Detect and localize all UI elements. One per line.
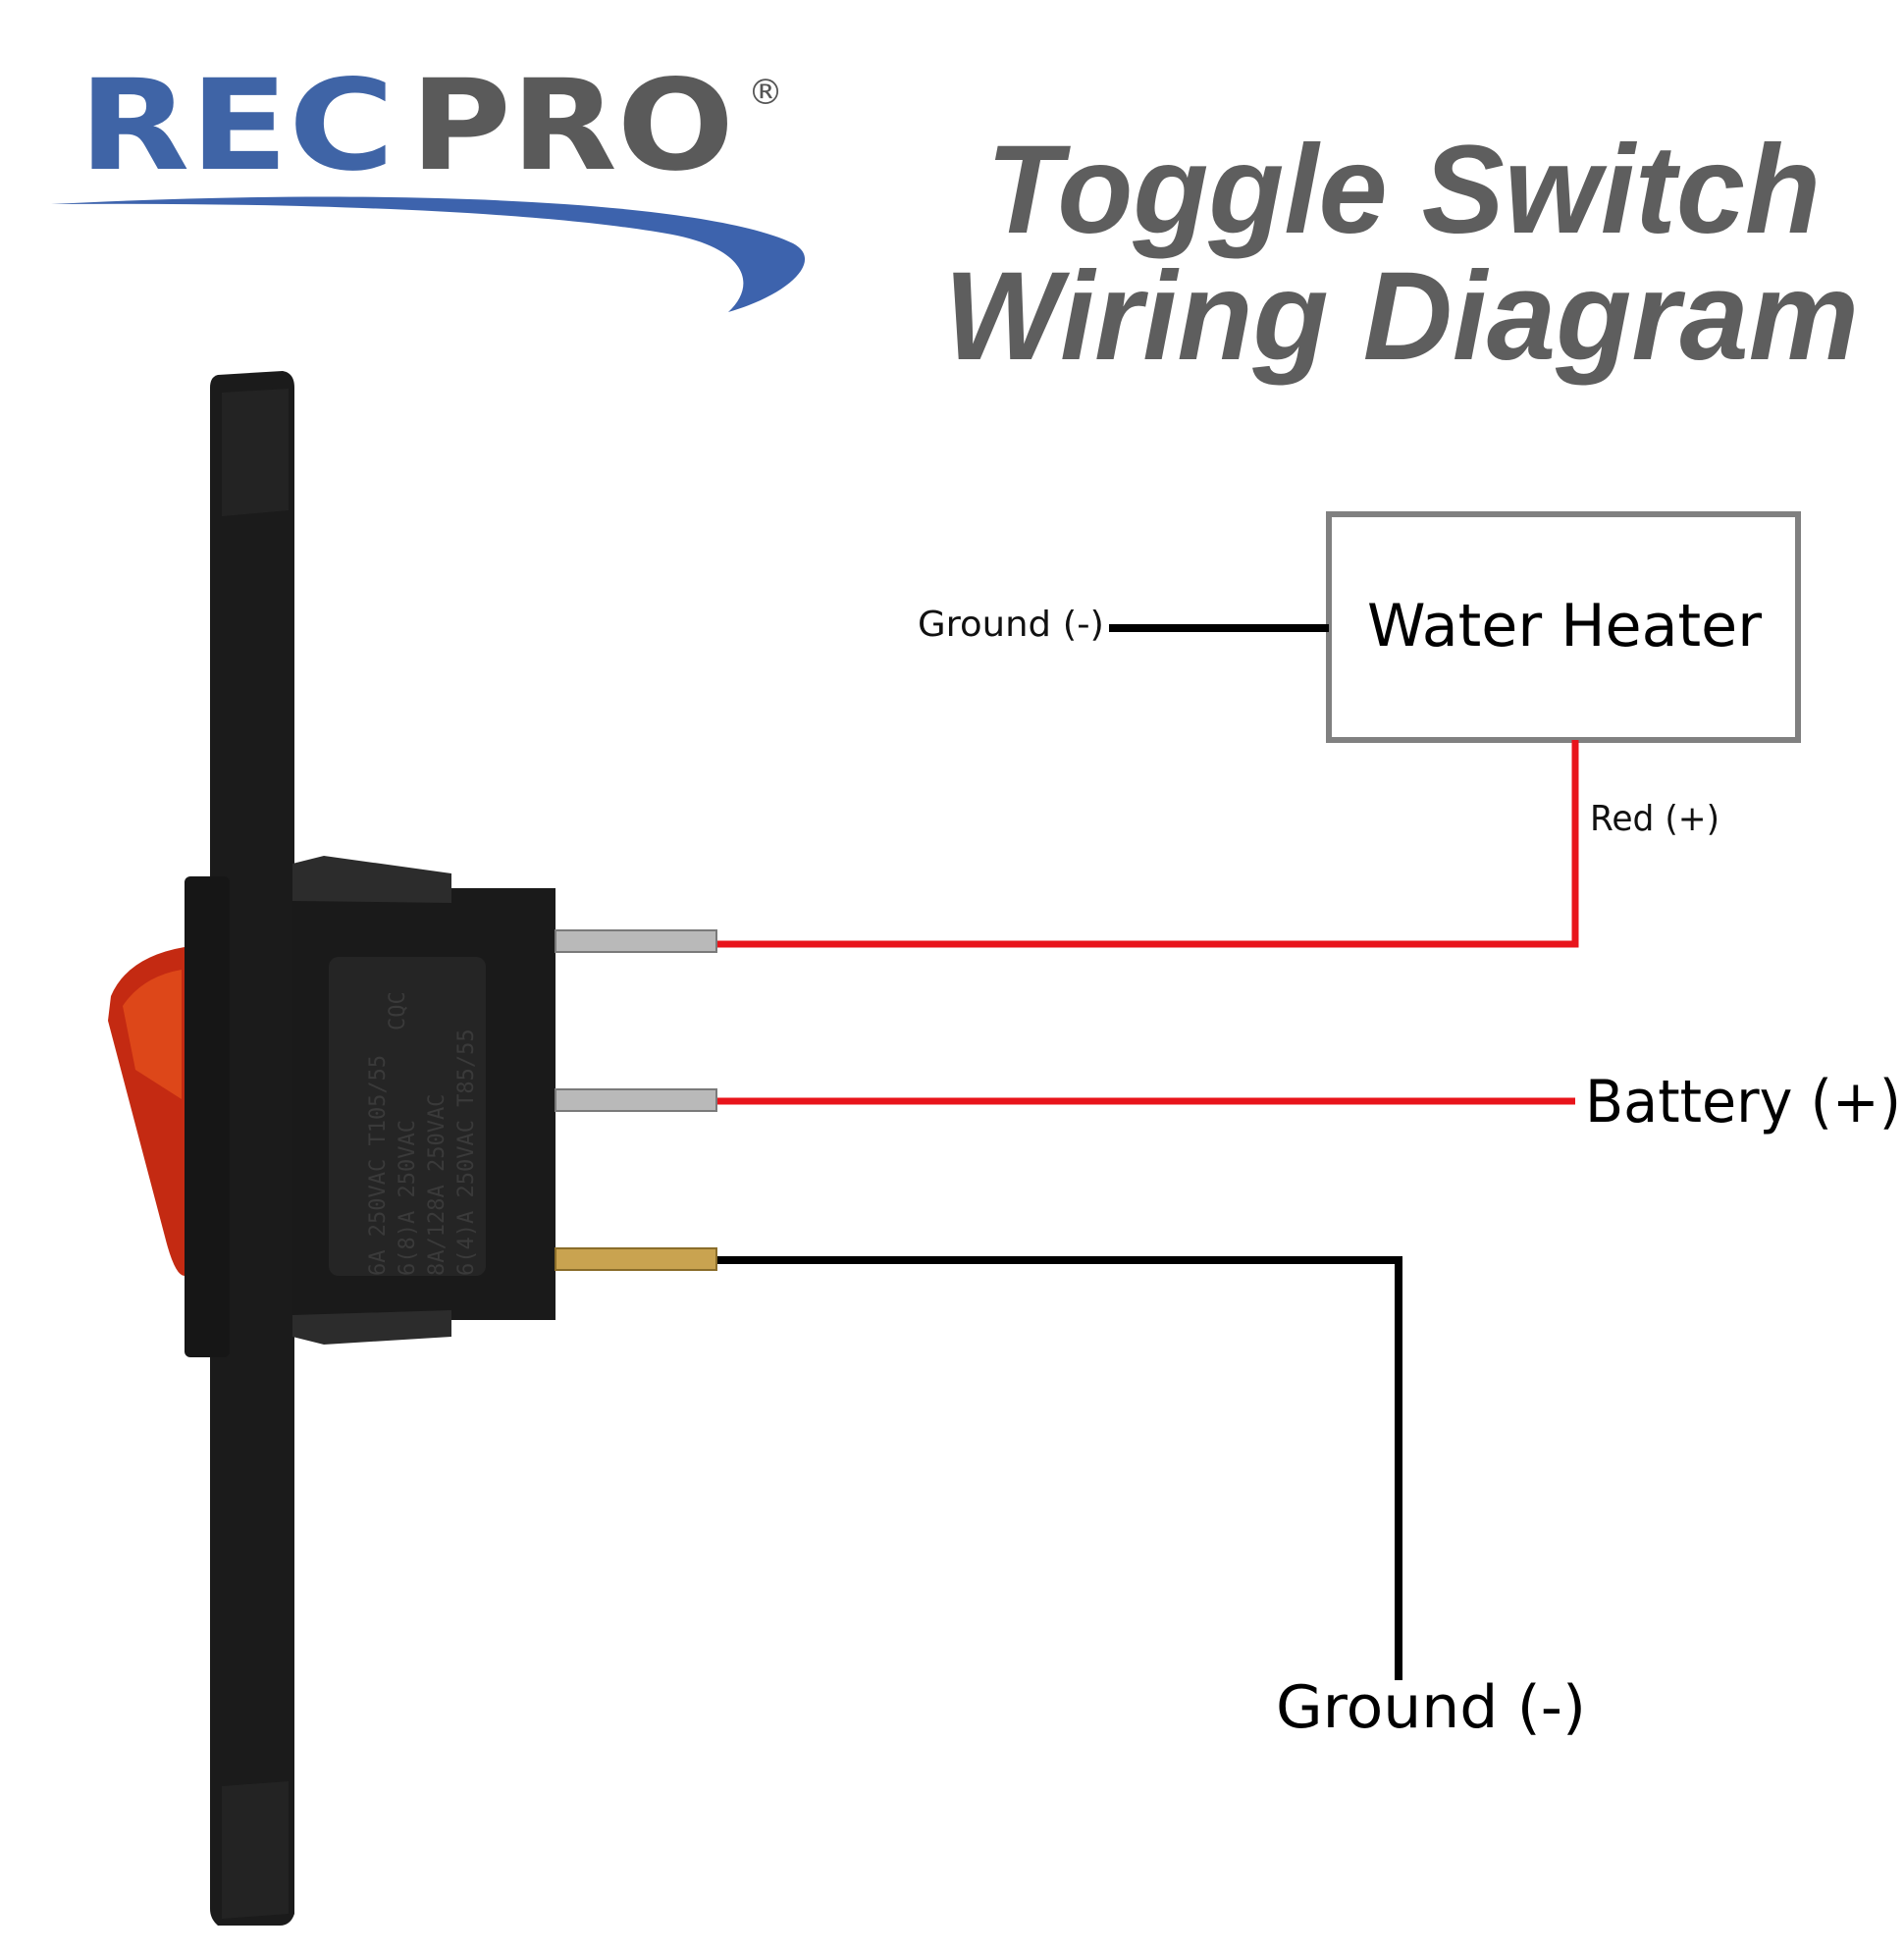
switch-top-clip	[292, 856, 451, 903]
load-positive-wire	[716, 740, 1579, 948]
title-line-2: Wiring Diagram	[944, 246, 1859, 387]
switch-markings: 6A 250VAC T105/55 6(8)A 250VAC 8A/128A 2…	[366, 1029, 479, 1276]
switch-marking-3: 8A/128A 250VAC	[425, 1094, 450, 1276]
title-line-1: Toggle Switch	[986, 120, 1821, 260]
panel-texture-top	[222, 389, 289, 516]
switch-marking-4: 6(4)A 250VAC T85/55	[454, 1029, 479, 1276]
brand-pro-text: PRO	[410, 53, 734, 199]
main-ground-wire	[716, 1256, 1402, 1680]
switch-marking-2: 6(8)A 250VAC	[396, 1120, 420, 1276]
load-box-label: Water Heater	[1367, 592, 1762, 660]
brand-rec-text: REC	[79, 53, 395, 199]
registered-mark: ®	[748, 73, 783, 113]
load-box: Water Heater	[1326, 511, 1801, 743]
mounting-panel	[210, 371, 294, 1926]
load-positive-label: Red (+)	[1590, 799, 1719, 839]
rocker-bezel	[185, 876, 230, 1357]
switch-bottom-clip	[292, 1310, 451, 1345]
brand-logo: REC PRO ®	[51, 53, 806, 312]
toggle-switch: 6A 250VAC T105/55 6(8)A 250VAC 8A/128A 2…	[108, 371, 717, 1926]
main-ground-label: Ground (-)	[1276, 1673, 1586, 1742]
panel-texture-bottom	[222, 1781, 289, 1919]
switch-marking-1: 6A 250VAC T105/55	[366, 1055, 391, 1276]
brand-swoosh	[51, 196, 806, 312]
terminal-top	[555, 929, 717, 953]
rocker-highlight	[123, 970, 182, 1099]
wires	[716, 624, 1579, 1680]
switch-label-plate	[329, 957, 486, 1276]
terminal-middle	[555, 1088, 717, 1112]
page-title: Toggle Switch Wiring Diagram	[944, 120, 1859, 387]
switch-cert-mark: CQC	[386, 991, 410, 1030]
terminal-bottom	[555, 1247, 717, 1271]
battery-label: Battery (+)	[1585, 1068, 1901, 1136]
load-ground-label: Ground (-)	[918, 605, 1104, 645]
load-box-border	[1326, 511, 1801, 743]
